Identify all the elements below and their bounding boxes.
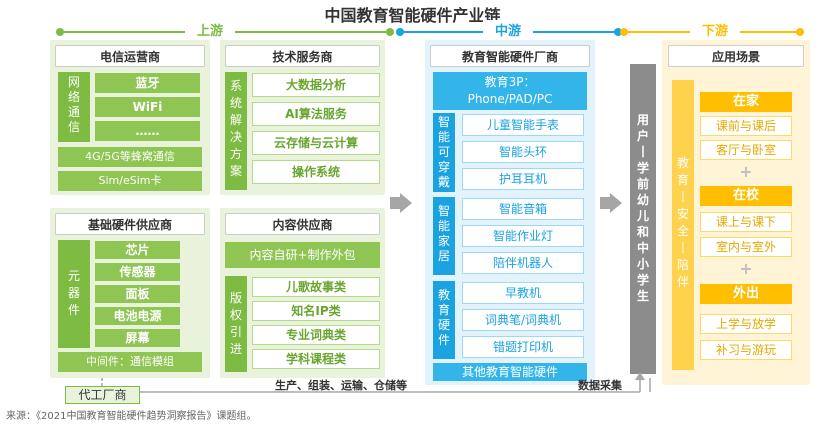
mfr-group-home-vlabel: 智 能 家 居	[433, 197, 455, 275]
mfr-item-lamp: 智能作业灯	[462, 225, 584, 247]
midstream-dot-left	[396, 28, 404, 36]
telecom-cellular: 4G/5G等蜂窝通信	[58, 147, 202, 167]
flow-arrow-up-icon	[635, 372, 645, 380]
manufacturer-title: 教育智能硬件厂商	[430, 45, 590, 67]
telecom-item-more: ……	[95, 121, 200, 141]
user-column: 用 户 丨 学 前 幼 儿 和 中 小 学 生	[630, 64, 656, 374]
source-note: 来源：《2021中国教育智能硬件趋势洞察报告》课题组。	[6, 411, 257, 422]
content-top: 内容自研+制作外包	[225, 242, 380, 268]
hardware-item-screen: 屏幕	[95, 329, 180, 347]
hardware-vlabel: 元 器 件	[58, 240, 90, 348]
content-item-songs: 儿歌故事类	[252, 277, 380, 297]
scenario-outing-item-2: 补习与游玩	[700, 340, 792, 360]
oem-box: 代工厂商	[65, 386, 140, 404]
telecom-item-bluetooth: 蓝牙	[95, 73, 200, 93]
mfr-item-earphone: 护耳耳机	[462, 168, 584, 190]
scenario-home-item-2: 客厅与卧室	[700, 140, 792, 160]
content-item-courses: 学科课程类	[252, 349, 380, 369]
scenario-school-item-2: 室内与室外	[700, 237, 792, 257]
page-title: 中国教育智能硬件产业链	[324, 6, 501, 25]
hardware-item-sensor: 传感器	[95, 263, 180, 281]
content-item-dictionary: 专业词典类	[252, 325, 380, 345]
tech-item-os: 操作系统	[252, 160, 380, 184]
mfr-other: 其他教育智能硬件	[433, 363, 587, 381]
stage-downstream: 下游	[690, 20, 740, 39]
content-item-ip: 知名IP类	[252, 301, 380, 321]
hardware-item-battery: 电池电源	[95, 307, 180, 325]
hardware-item-panel: 面板	[95, 285, 180, 303]
hardware-item-chip: 芯片	[95, 241, 180, 259]
mfr-item-headband: 智能头环	[462, 141, 584, 163]
content-title: 内容供应商	[225, 213, 380, 235]
scenario-head-home: 在家	[700, 92, 792, 112]
telecom-sim: Sim/eSim卡	[58, 171, 202, 191]
mfr-item-early-edu: 早教机	[462, 282, 584, 304]
scenario-school-item-1: 课上与课下	[700, 212, 792, 232]
telecom-title: 电信运营商	[55, 45, 205, 67]
tech-item-bigdata: 大数据分析	[252, 73, 380, 97]
arrow-up-mid	[400, 193, 412, 213]
scenario-head-outing: 外出	[700, 284, 792, 304]
mfr-item-robot: 陪伴机器人	[462, 252, 584, 274]
hardware-middleware: 中间件：通信模组	[58, 352, 202, 372]
mfr-item-watch: 儿童智能手表	[462, 114, 584, 136]
tech-title: 技术服务商	[225, 45, 380, 67]
mfr-item-printer: 错题打印机	[462, 336, 584, 358]
stage-upstream: 上游	[185, 20, 235, 39]
manufacturer-3p: 教育3P： Phone/PAD/PC	[433, 72, 587, 110]
content-vlabel: 版 权 引 进	[225, 276, 247, 372]
arrow-mid-down	[610, 193, 622, 213]
telecom-item-wifi: WiFi	[95, 97, 200, 117]
data-collect-label: 数据采集	[578, 379, 622, 392]
flow-text: 生产、组装、运输、仓储等	[275, 379, 407, 392]
mfr-group-wearable-vlabel: 智 能 可 穿 戴	[433, 113, 455, 192]
scenario-home-item-1: 课前与课后	[700, 116, 792, 136]
plus-icon-1: +	[739, 162, 753, 181]
arrow-up-mid-bar	[390, 197, 400, 209]
plus-icon-2: +	[739, 259, 753, 278]
scenario-vlabel: 教 育 丨 安 全 丨 陪 伴	[672, 80, 694, 370]
upstream-dot-left	[56, 28, 64, 36]
tech-item-ai: AI算法服务	[252, 102, 380, 126]
scenario-outing-item-1: 上学与放学	[700, 314, 792, 334]
downstream-dot-right	[796, 28, 804, 36]
hardware-title: 基础硬件供应商	[55, 213, 205, 235]
arrow-mid-down-bar	[600, 197, 610, 209]
scenario-title: 应用场景	[668, 45, 804, 67]
upstream-dot-right	[386, 28, 394, 36]
tech-vlabel: 系 统 解 决 方 案	[225, 72, 247, 190]
scenario-head-school: 在校	[700, 186, 792, 206]
mfr-item-dict-pen: 词典笔/词典机	[462, 309, 584, 331]
mfr-group-edu-vlabel: 教 育 硬 件	[433, 281, 455, 359]
mfr-item-speaker: 智能音箱	[462, 198, 584, 220]
midstream-dot-right	[614, 28, 622, 36]
telecom-vlabel: 网 络 通 信	[58, 72, 90, 142]
downstream-dot-left	[620, 28, 628, 36]
tech-item-cloud: 云存储与云计算	[252, 131, 380, 155]
stage-midstream: 中游	[483, 20, 533, 39]
